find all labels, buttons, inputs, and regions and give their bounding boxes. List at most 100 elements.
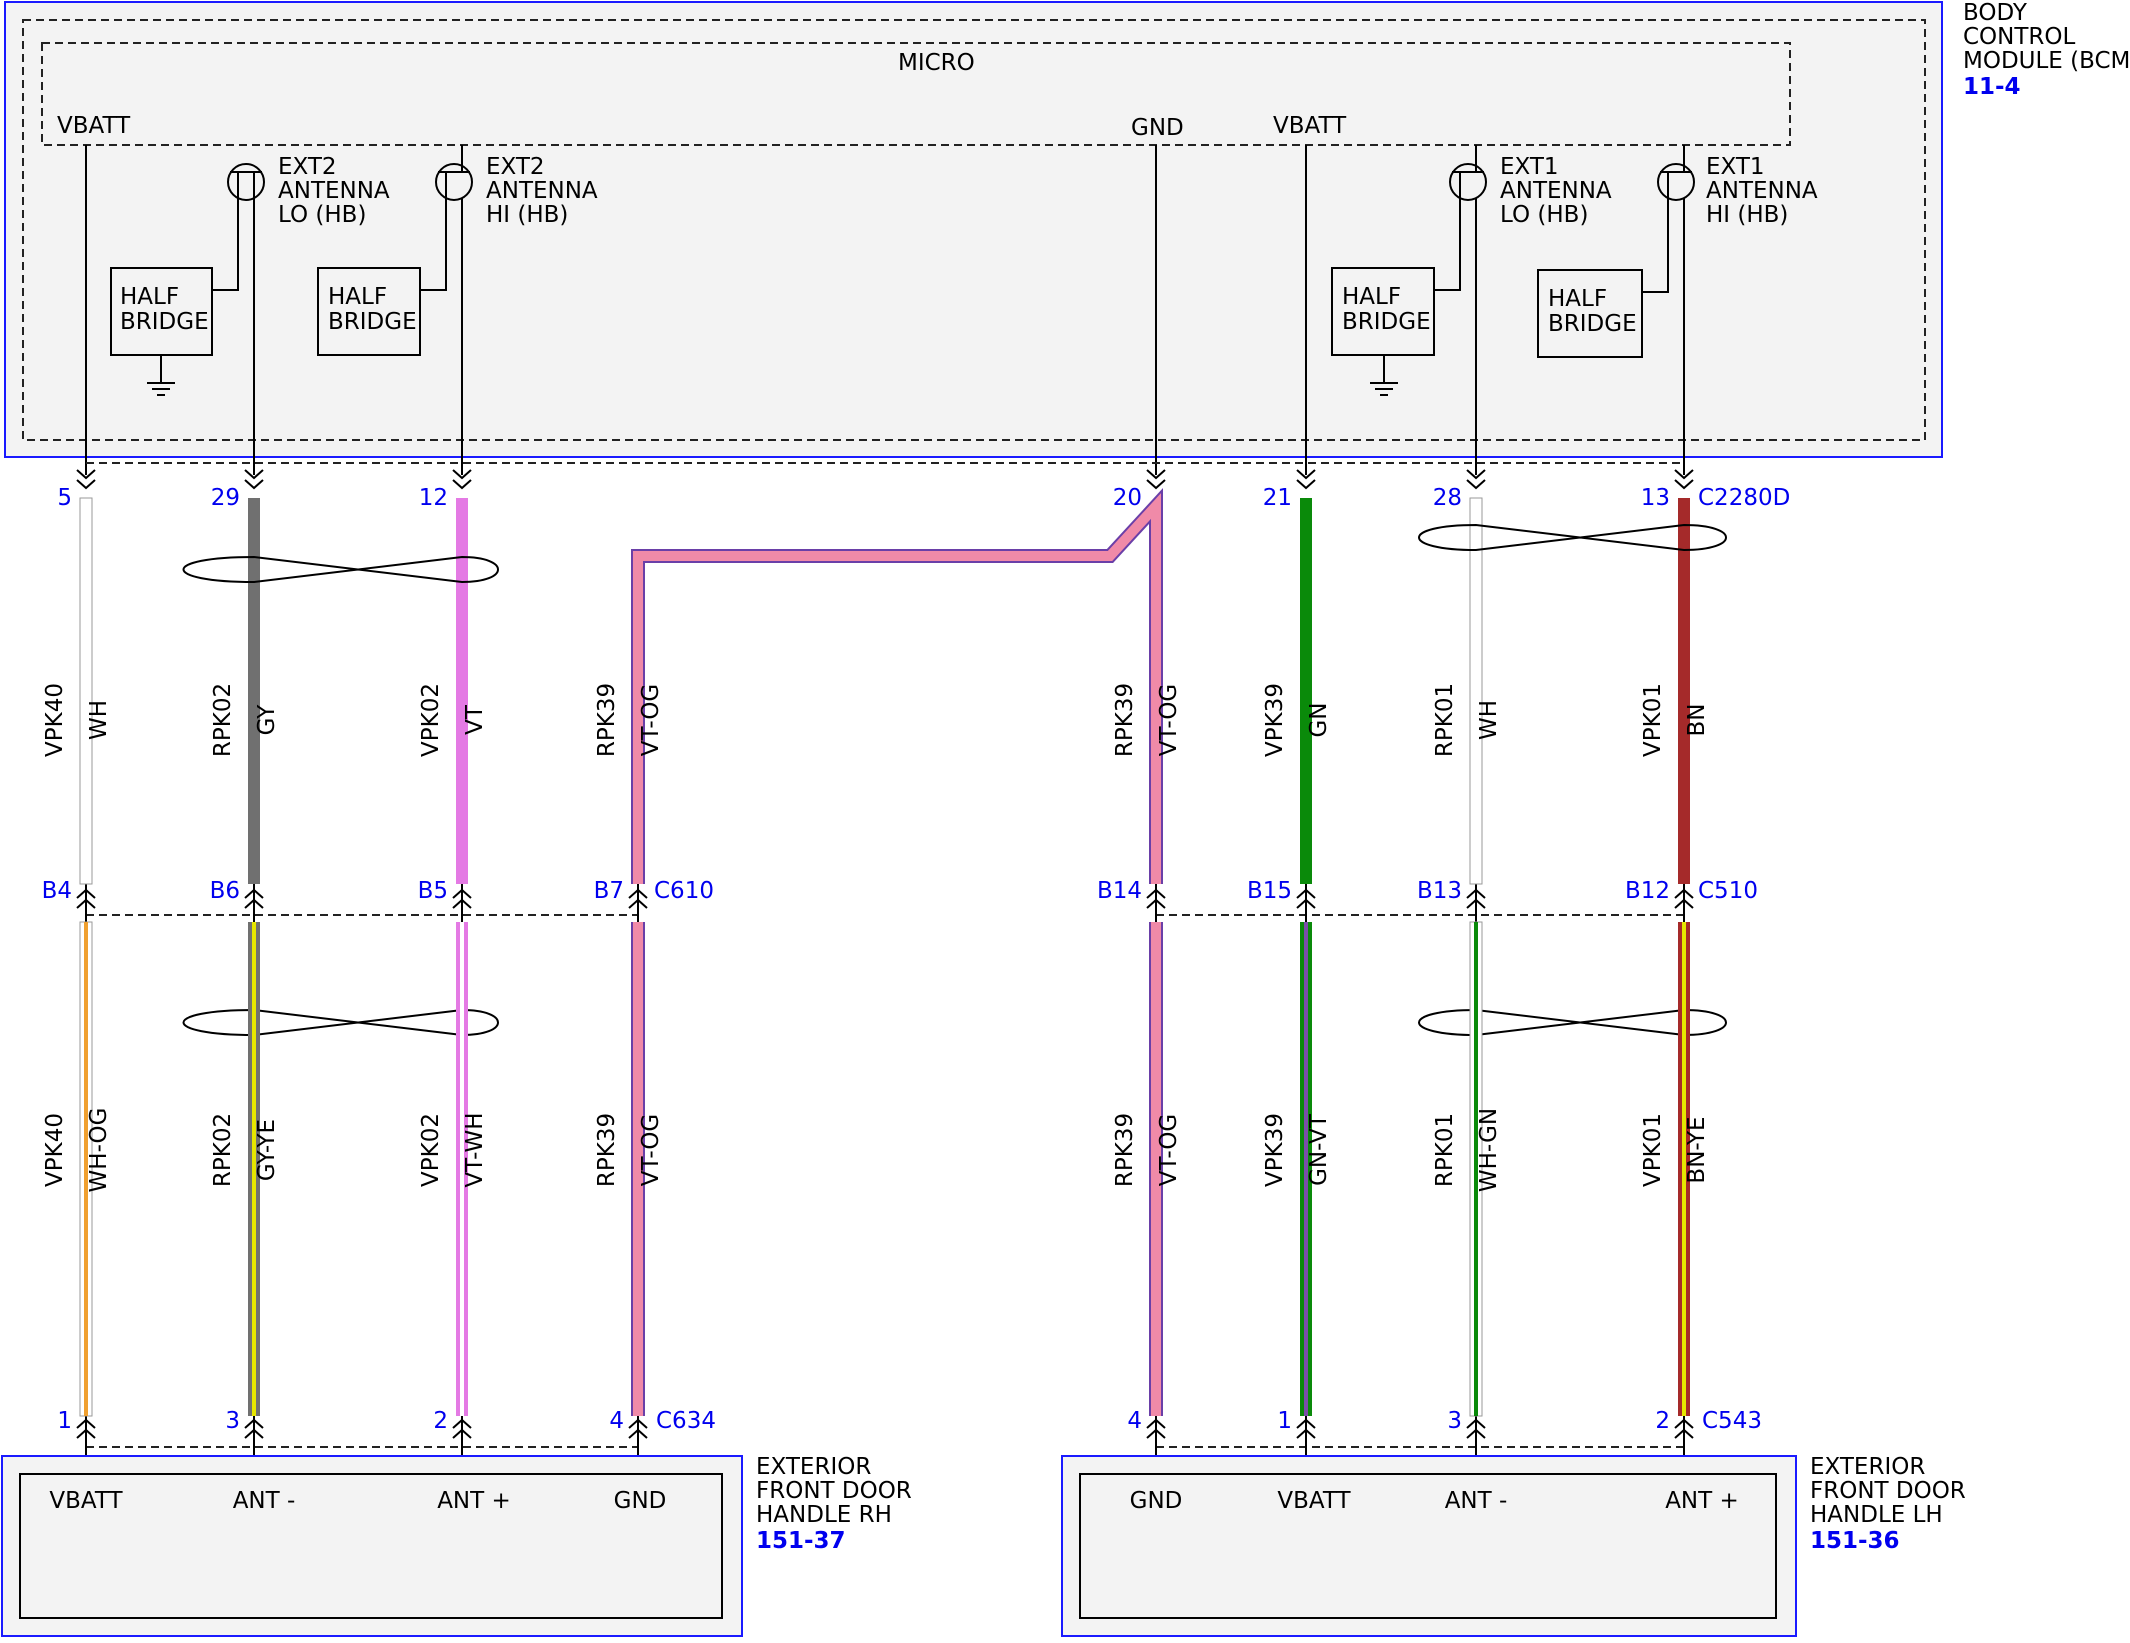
pin-number-mid: B15 [1247, 878, 1292, 904]
connector-chevron-icon [1674, 469, 1694, 490]
half-bridge-4-line-1: HALF [1548, 286, 1607, 312]
connector-symbols [76, 469, 1694, 1439]
wire-color-label: GY-YE [254, 1119, 280, 1181]
pin-number-bottom: 2 [433, 1408, 448, 1434]
wire-circuit-label: VPK40 [42, 683, 68, 757]
antenna-ext1-hi-line-1: EXT1 [1706, 154, 1765, 180]
antenna-ext1-lo-line-2: ANTENNA [1500, 178, 1612, 204]
pin-number-mid: B12 [1625, 878, 1670, 904]
wire-circuit-label: RPK02 [210, 683, 236, 757]
handle-lh-pin-ant-minus: ANT - [1445, 1488, 1508, 1514]
handle-lh-pin-vbatt: VBATT [1277, 1488, 1351, 1514]
pin-number-top: 5 [57, 485, 72, 511]
pin-number-top: 13 [1641, 485, 1670, 511]
pin-number-top: 12 [419, 485, 448, 511]
half-bridge-1-line-1: HALF [120, 284, 179, 310]
wire-color-label: WH-GN [1476, 1108, 1502, 1192]
half-bridge-2-line-2: BRIDGE [328, 309, 417, 335]
wire-color-label: VT-OG [638, 1114, 664, 1187]
antenna-ext2-hi-line-2: ANTENNA [486, 178, 598, 204]
handle-rh-name-line-2: FRONT DOOR [756, 1478, 912, 1504]
wire-color-label: VT-OG [638, 684, 664, 757]
antenna-ext2-lo-line-3: LO (HB) [278, 202, 366, 228]
handle-rh-name-line-3: HANDLE RH [756, 1502, 892, 1528]
handle-rh-pin-ant-plus: ANT + [437, 1488, 511, 1514]
half-bridge-4-line-2: BRIDGE [1548, 311, 1637, 337]
wire-color-label: VT-OG [1156, 1114, 1182, 1187]
ground-symbol-icon [1370, 355, 1398, 396]
bcm-name-line-3: MODULE (BCM) [1963, 48, 2130, 74]
pin-number-bottom: 4 [609, 1408, 624, 1434]
bcm-ref-link[interactable]: 11-4 [1963, 74, 2021, 100]
wire-color-label: GN [1306, 702, 1332, 737]
wire-circuit-label: RPK39 [1112, 683, 1138, 757]
pin-number-bottom: 1 [57, 1408, 72, 1434]
handle-lh-name-line-1: EXTERIOR [1810, 1454, 1925, 1480]
ground-symbol-icon [147, 355, 175, 396]
pin-number-mid: B5 [418, 878, 448, 904]
pin-number-mid: B14 [1097, 878, 1142, 904]
pin-number-mid: B13 [1417, 878, 1462, 904]
wire-color-label: WH [1476, 700, 1502, 740]
handle-rh-ref-link[interactable]: 151-37 [756, 1528, 846, 1554]
wire-circuit-label: VPK39 [1262, 1113, 1288, 1187]
wires-upper [79, 488, 1690, 885]
handle-lh-ref-link[interactable]: 151-36 [1810, 1528, 1900, 1554]
wire-circuit-label: RPK39 [1112, 1113, 1138, 1187]
wires-lower [79, 921, 1690, 1417]
gnd-label: GND [1131, 115, 1184, 141]
pin-number-bottom: 3 [1447, 1408, 1462, 1434]
handle-rh-name-line-1: EXTERIOR [756, 1454, 871, 1480]
connector-c610-label: C610 [654, 878, 714, 904]
wire-color-label: BN [1684, 704, 1710, 737]
pin-number-mid: B6 [210, 878, 240, 904]
bcm-internal-lines [85, 145, 1685, 475]
pin-number-top: 29 [211, 485, 240, 511]
connector-chevron-icon [244, 469, 264, 490]
wire-circuit-label: VPK01 [1640, 1113, 1666, 1187]
half-bridge-3-line-1: HALF [1342, 284, 1401, 310]
antenna-ext2-lo: EXT2 ANTENNA LO (HB) HALF BRIDGE [110, 154, 390, 396]
antenna-ext2-hi-line-3: HI (HB) [486, 202, 568, 228]
twisted-pair-symbols [182, 523, 1727, 1037]
handle-lh-pin-ant-plus: ANT + [1665, 1488, 1739, 1514]
antenna-ext2-lo-line-1: EXT2 [278, 154, 337, 180]
connector-chevron-icon [1146, 469, 1166, 490]
connector-chevron-icon [1296, 469, 1316, 490]
wire-circuit-label: RPK39 [594, 1113, 620, 1187]
handle-lh-name-line-2: FRONT DOOR [1810, 1478, 1966, 1504]
bcm-name-line-2: CONTROL [1963, 24, 2076, 50]
wire-circuit-label: VPK40 [42, 1113, 68, 1187]
pin-number-bottom: 2 [1655, 1408, 1670, 1434]
connector-c543-label: C543 [1702, 1408, 1762, 1434]
antenna-ext2-hi: EXT2 ANTENNA HI (HB) HALF BRIDGE [317, 145, 598, 356]
pin-number-top: 20 [1113, 485, 1142, 511]
wire-circuit-label: RPK39 [594, 683, 620, 757]
half-bridge-3-line-2: BRIDGE [1342, 309, 1431, 335]
wire-circuit-label: RPK01 [1432, 1113, 1458, 1187]
handle-lh-pin-gnd: GND [1130, 1488, 1183, 1514]
handle-rh-pin-ant-minus: ANT - [233, 1488, 296, 1514]
half-bridge-2-line-1: HALF [328, 284, 387, 310]
connector-chevron-icon [76, 469, 96, 490]
pin-number-top: 21 [1263, 485, 1292, 511]
handle-rh-pin-vbatt: VBATT [49, 1488, 123, 1514]
antenna-ext1-hi: EXT1 ANTENNA HI (HB) HALF BRIDGE [1537, 145, 1818, 358]
pin-number-bottom: 3 [225, 1408, 240, 1434]
connector-chevron-icon [1466, 469, 1486, 490]
antenna-ext1-hi-line-3: HI (HB) [1706, 202, 1788, 228]
wire-color-label: VT [462, 704, 488, 735]
wire-circuit-label: VPK01 [1640, 683, 1666, 757]
bcm-name-line-1: BODY [1963, 0, 2028, 26]
pin-number-top: 28 [1433, 485, 1462, 511]
vbatt-right-label: VBATT [1273, 113, 1347, 139]
wire-color-label: WH-OG [86, 1108, 112, 1193]
antenna-ext1-lo-line-3: LO (HB) [1500, 202, 1588, 228]
handle-rh-module: VBATT ANT - ANT + GND EXTERIOR FRONT DOO… [1, 1454, 912, 1637]
wire-color-label: GY [254, 704, 280, 736]
handle-lh-name-line-3: HANDLE LH [1810, 1502, 1943, 1528]
wire-circuit-label: VPK02 [418, 1113, 444, 1187]
antenna-ext2-hi-line-1: EXT2 [486, 154, 545, 180]
pin-number-bottom: 1 [1277, 1408, 1292, 1434]
